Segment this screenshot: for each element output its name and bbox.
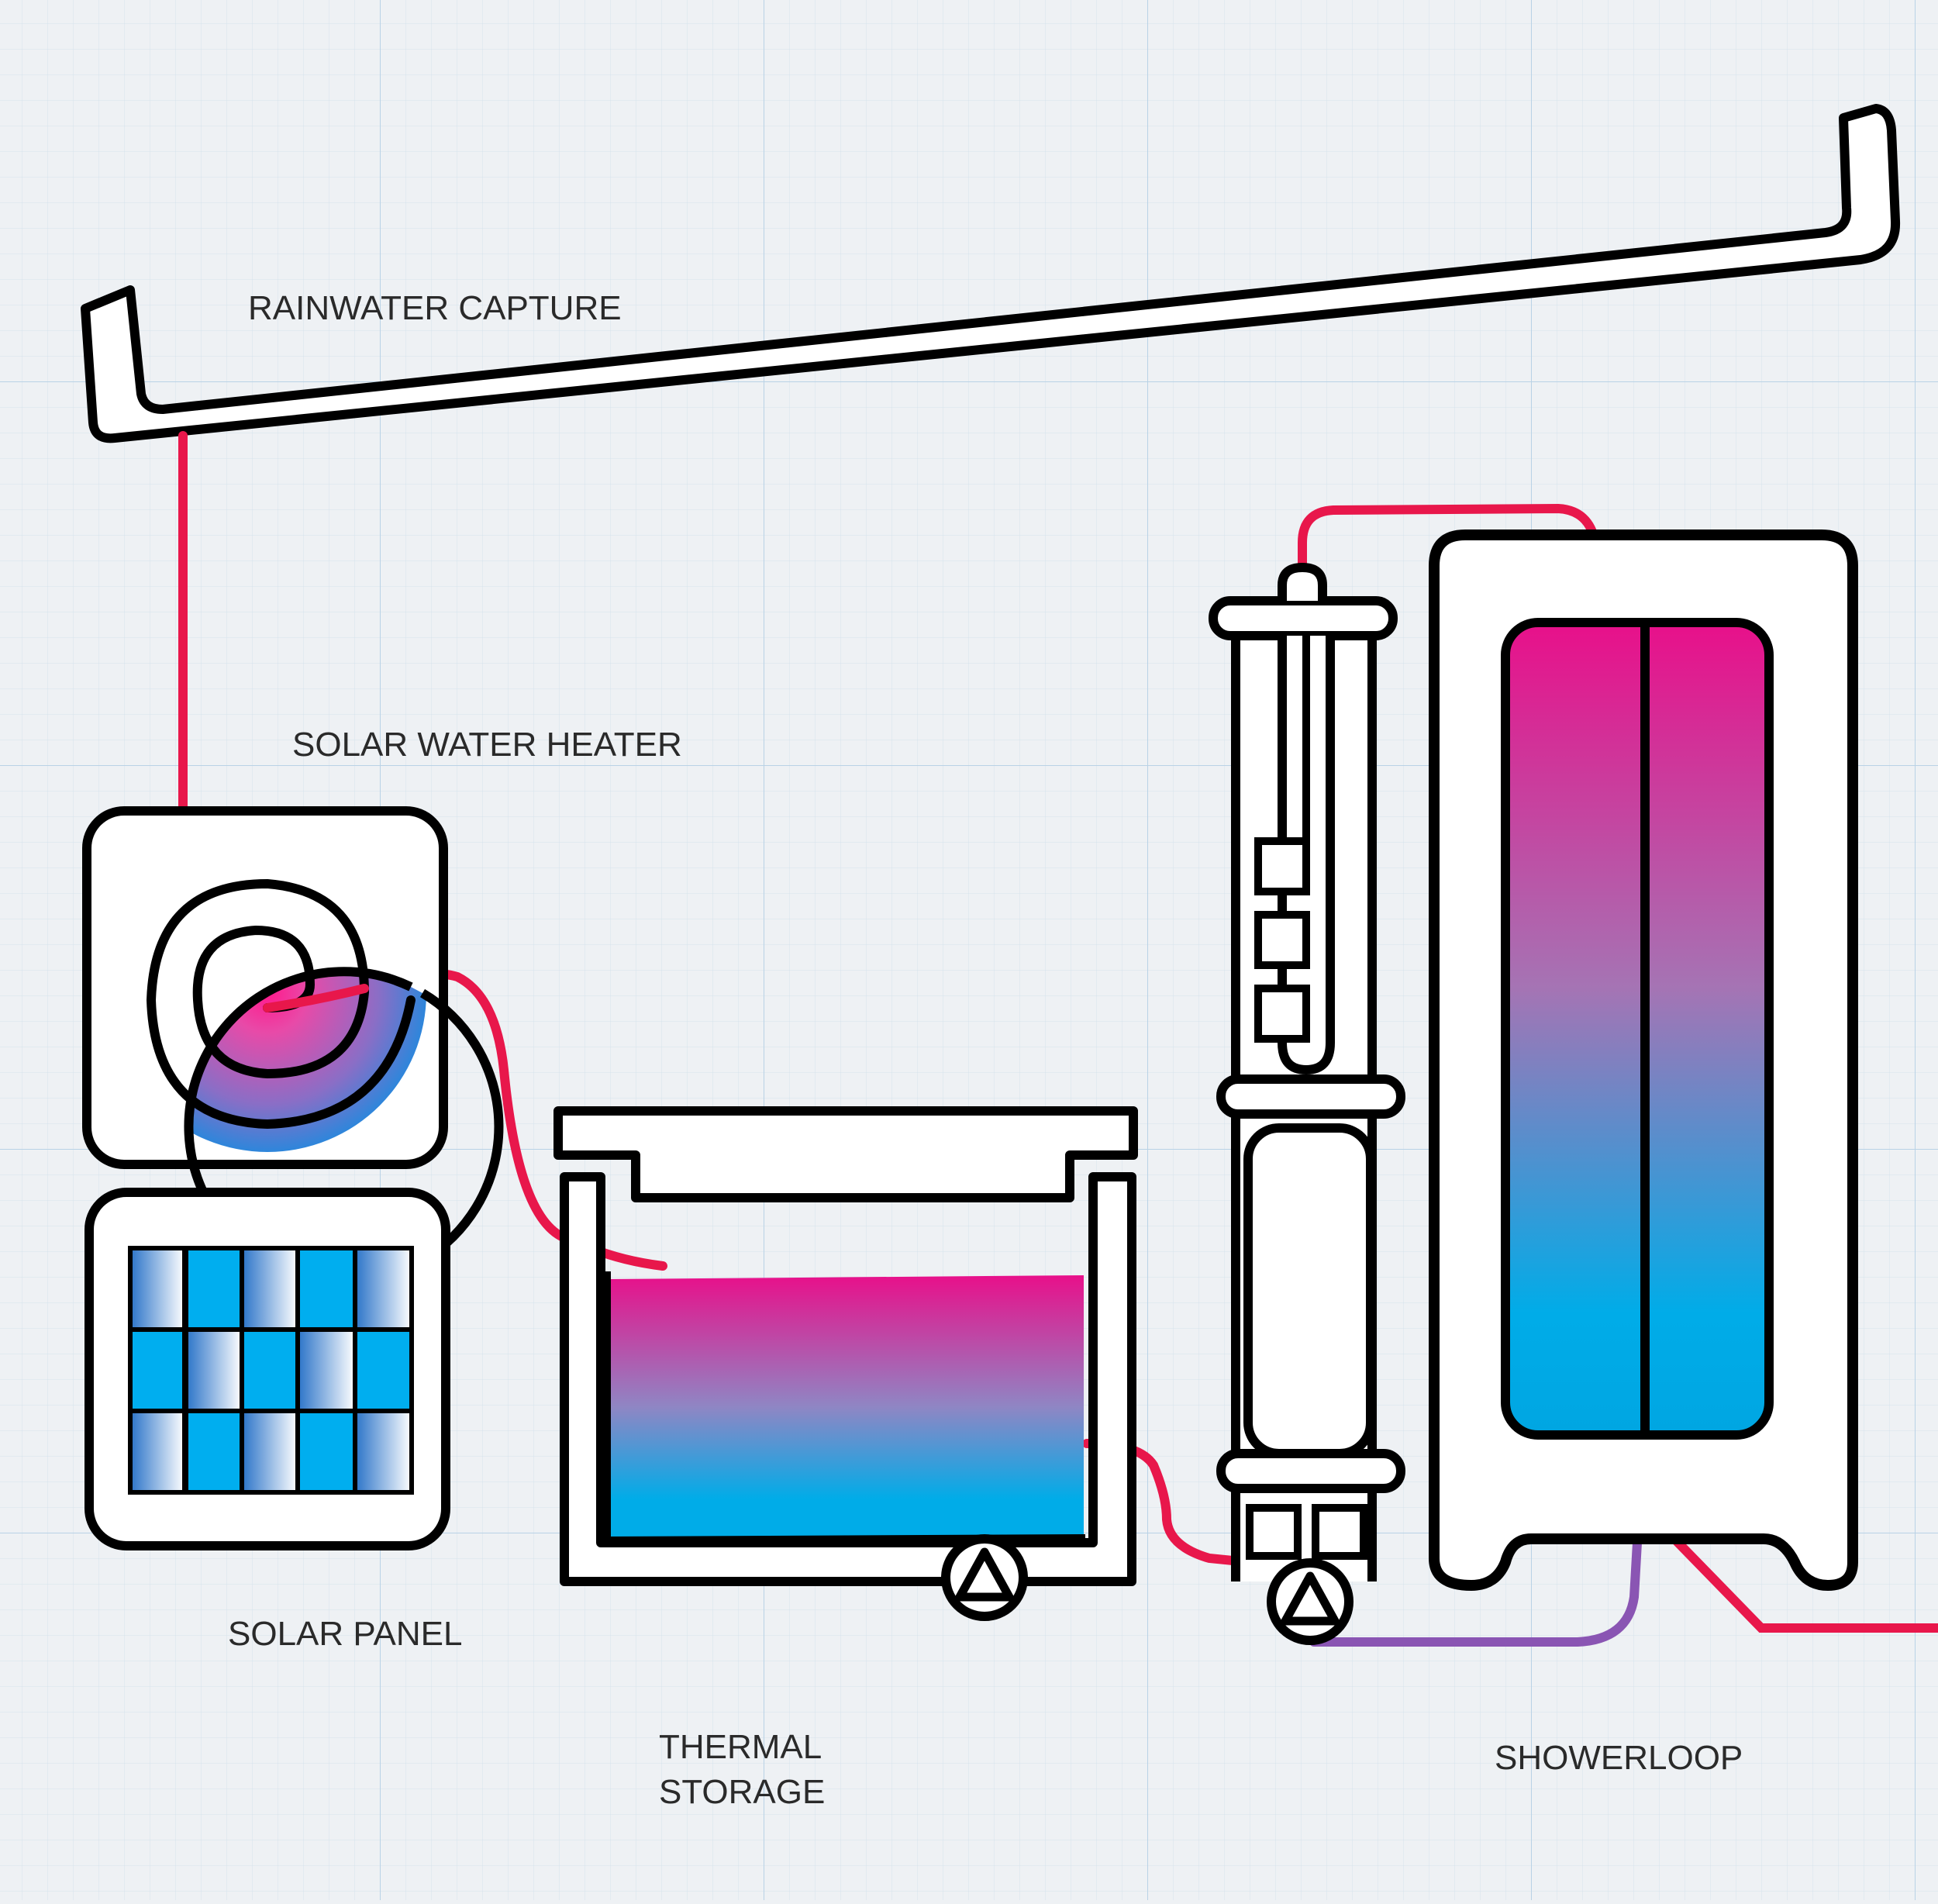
- pump-icon: [941, 1534, 1028, 1621]
- label-rainwater-capture: RAINWATER CAPTURE: [248, 289, 622, 327]
- rainwater-gutter: [81, 104, 1901, 443]
- pv-cell: [184, 1327, 244, 1413]
- pump-icon: [1267, 1558, 1353, 1645]
- label-solar-panel: SOLAR PANEL: [228, 1615, 462, 1653]
- showerloop-cabinet: [1429, 529, 1858, 1591]
- solar-panel: [84, 1188, 450, 1550]
- pv-cell: [184, 1409, 244, 1495]
- pv-cell: [184, 1246, 244, 1332]
- pv-cell: [353, 1409, 414, 1495]
- filter-cartridge: [1254, 911, 1310, 969]
- filter-cartridge: [1254, 985, 1310, 1043]
- pv-cell: [128, 1246, 187, 1332]
- pv-cell: [128, 1327, 187, 1413]
- label-thermal-storage-line2: STORAGE: [659, 1773, 825, 1811]
- shower-water-panel: [1501, 618, 1774, 1440]
- pipe-return-purple: [1309, 1538, 1642, 1647]
- label-thermal-storage-line1: THERMAL: [659, 1728, 822, 1766]
- pv-cell: [295, 1409, 357, 1495]
- filter-box: [1312, 1504, 1367, 1560]
- pipe-filter-to-shower: [1298, 503, 1600, 605]
- filter-column: [1209, 562, 1405, 1645]
- label-showerloop: SHOWERLOOP: [1495, 1739, 1743, 1777]
- solar-water-heater: [82, 806, 504, 1287]
- pv-cell: [295, 1327, 357, 1413]
- pv-cell: [128, 1409, 187, 1495]
- pv-cell: [353, 1246, 414, 1332]
- pv-cell: [353, 1327, 414, 1413]
- labels: RAINWATER CAPTURE SOLAR WATER HEATER SOL…: [228, 289, 1743, 1811]
- pv-cell-grid: [128, 1246, 414, 1495]
- pv-cell: [240, 1409, 300, 1495]
- filter-box: [1246, 1504, 1302, 1560]
- thermal-storage-tank: [553, 1106, 1138, 1621]
- label-solar-water-heater: SOLAR WATER HEATER: [292, 726, 682, 764]
- pv-cell: [295, 1246, 357, 1332]
- stored-water: [606, 1275, 1084, 1539]
- pv-cell: [240, 1246, 300, 1332]
- pipe-drain-out: [1670, 1534, 1938, 1633]
- filter-cartridge: [1254, 837, 1310, 895]
- pv-cell: [240, 1327, 300, 1413]
